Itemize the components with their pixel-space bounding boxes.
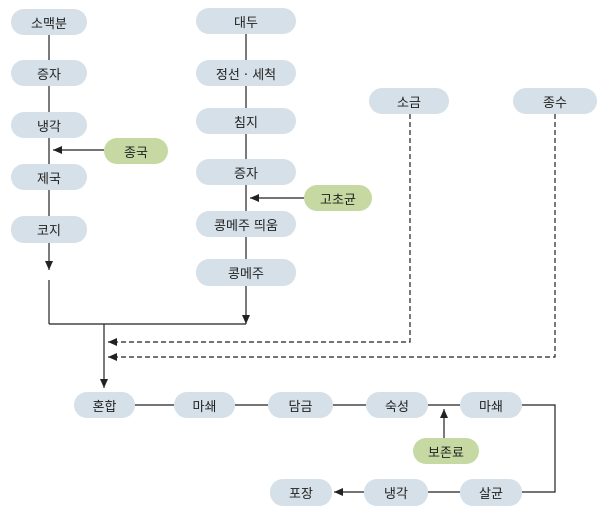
connector-line: [522, 404, 556, 493]
node-package: 포장: [270, 479, 332, 506]
node-soak: 침지: [196, 108, 296, 134]
node-cool-wheat: 냉각: [11, 112, 87, 138]
node-meju: 콩메주: [196, 259, 296, 286]
node-koji: 코지: [11, 216, 87, 243]
node-steam-wheat: 증자: [11, 60, 87, 86]
node-sterilize: 살균: [460, 479, 522, 506]
node-select-wash: 정선 · 세척: [196, 60, 296, 86]
node-steam-soy: 증자: [196, 159, 296, 185]
node-mix: 혼합: [74, 392, 135, 418]
input-bacillus: 고초균: [304, 185, 372, 211]
input-starter: 종국: [104, 138, 168, 164]
node-brew: 담금: [268, 392, 333, 418]
node-grind-2: 마쇄: [460, 392, 522, 418]
node-seed-brine: 종수: [513, 88, 597, 114]
arrow-line: [108, 114, 556, 361]
node-soybean: 대두: [196, 8, 296, 34]
node-salt: 소금: [369, 88, 449, 114]
node-age: 숙성: [366, 392, 428, 418]
node-koji-making: 제국: [11, 164, 87, 190]
node-meju-ferment: 콩메주 띄움: [196, 211, 296, 237]
node-grind-1: 마쇄: [174, 392, 235, 418]
node-flour: 소맥분: [11, 9, 87, 35]
node-cool-final: 냉각: [364, 479, 428, 506]
arrow-line: [108, 114, 411, 346]
input-preservative: 보존료: [413, 438, 479, 464]
